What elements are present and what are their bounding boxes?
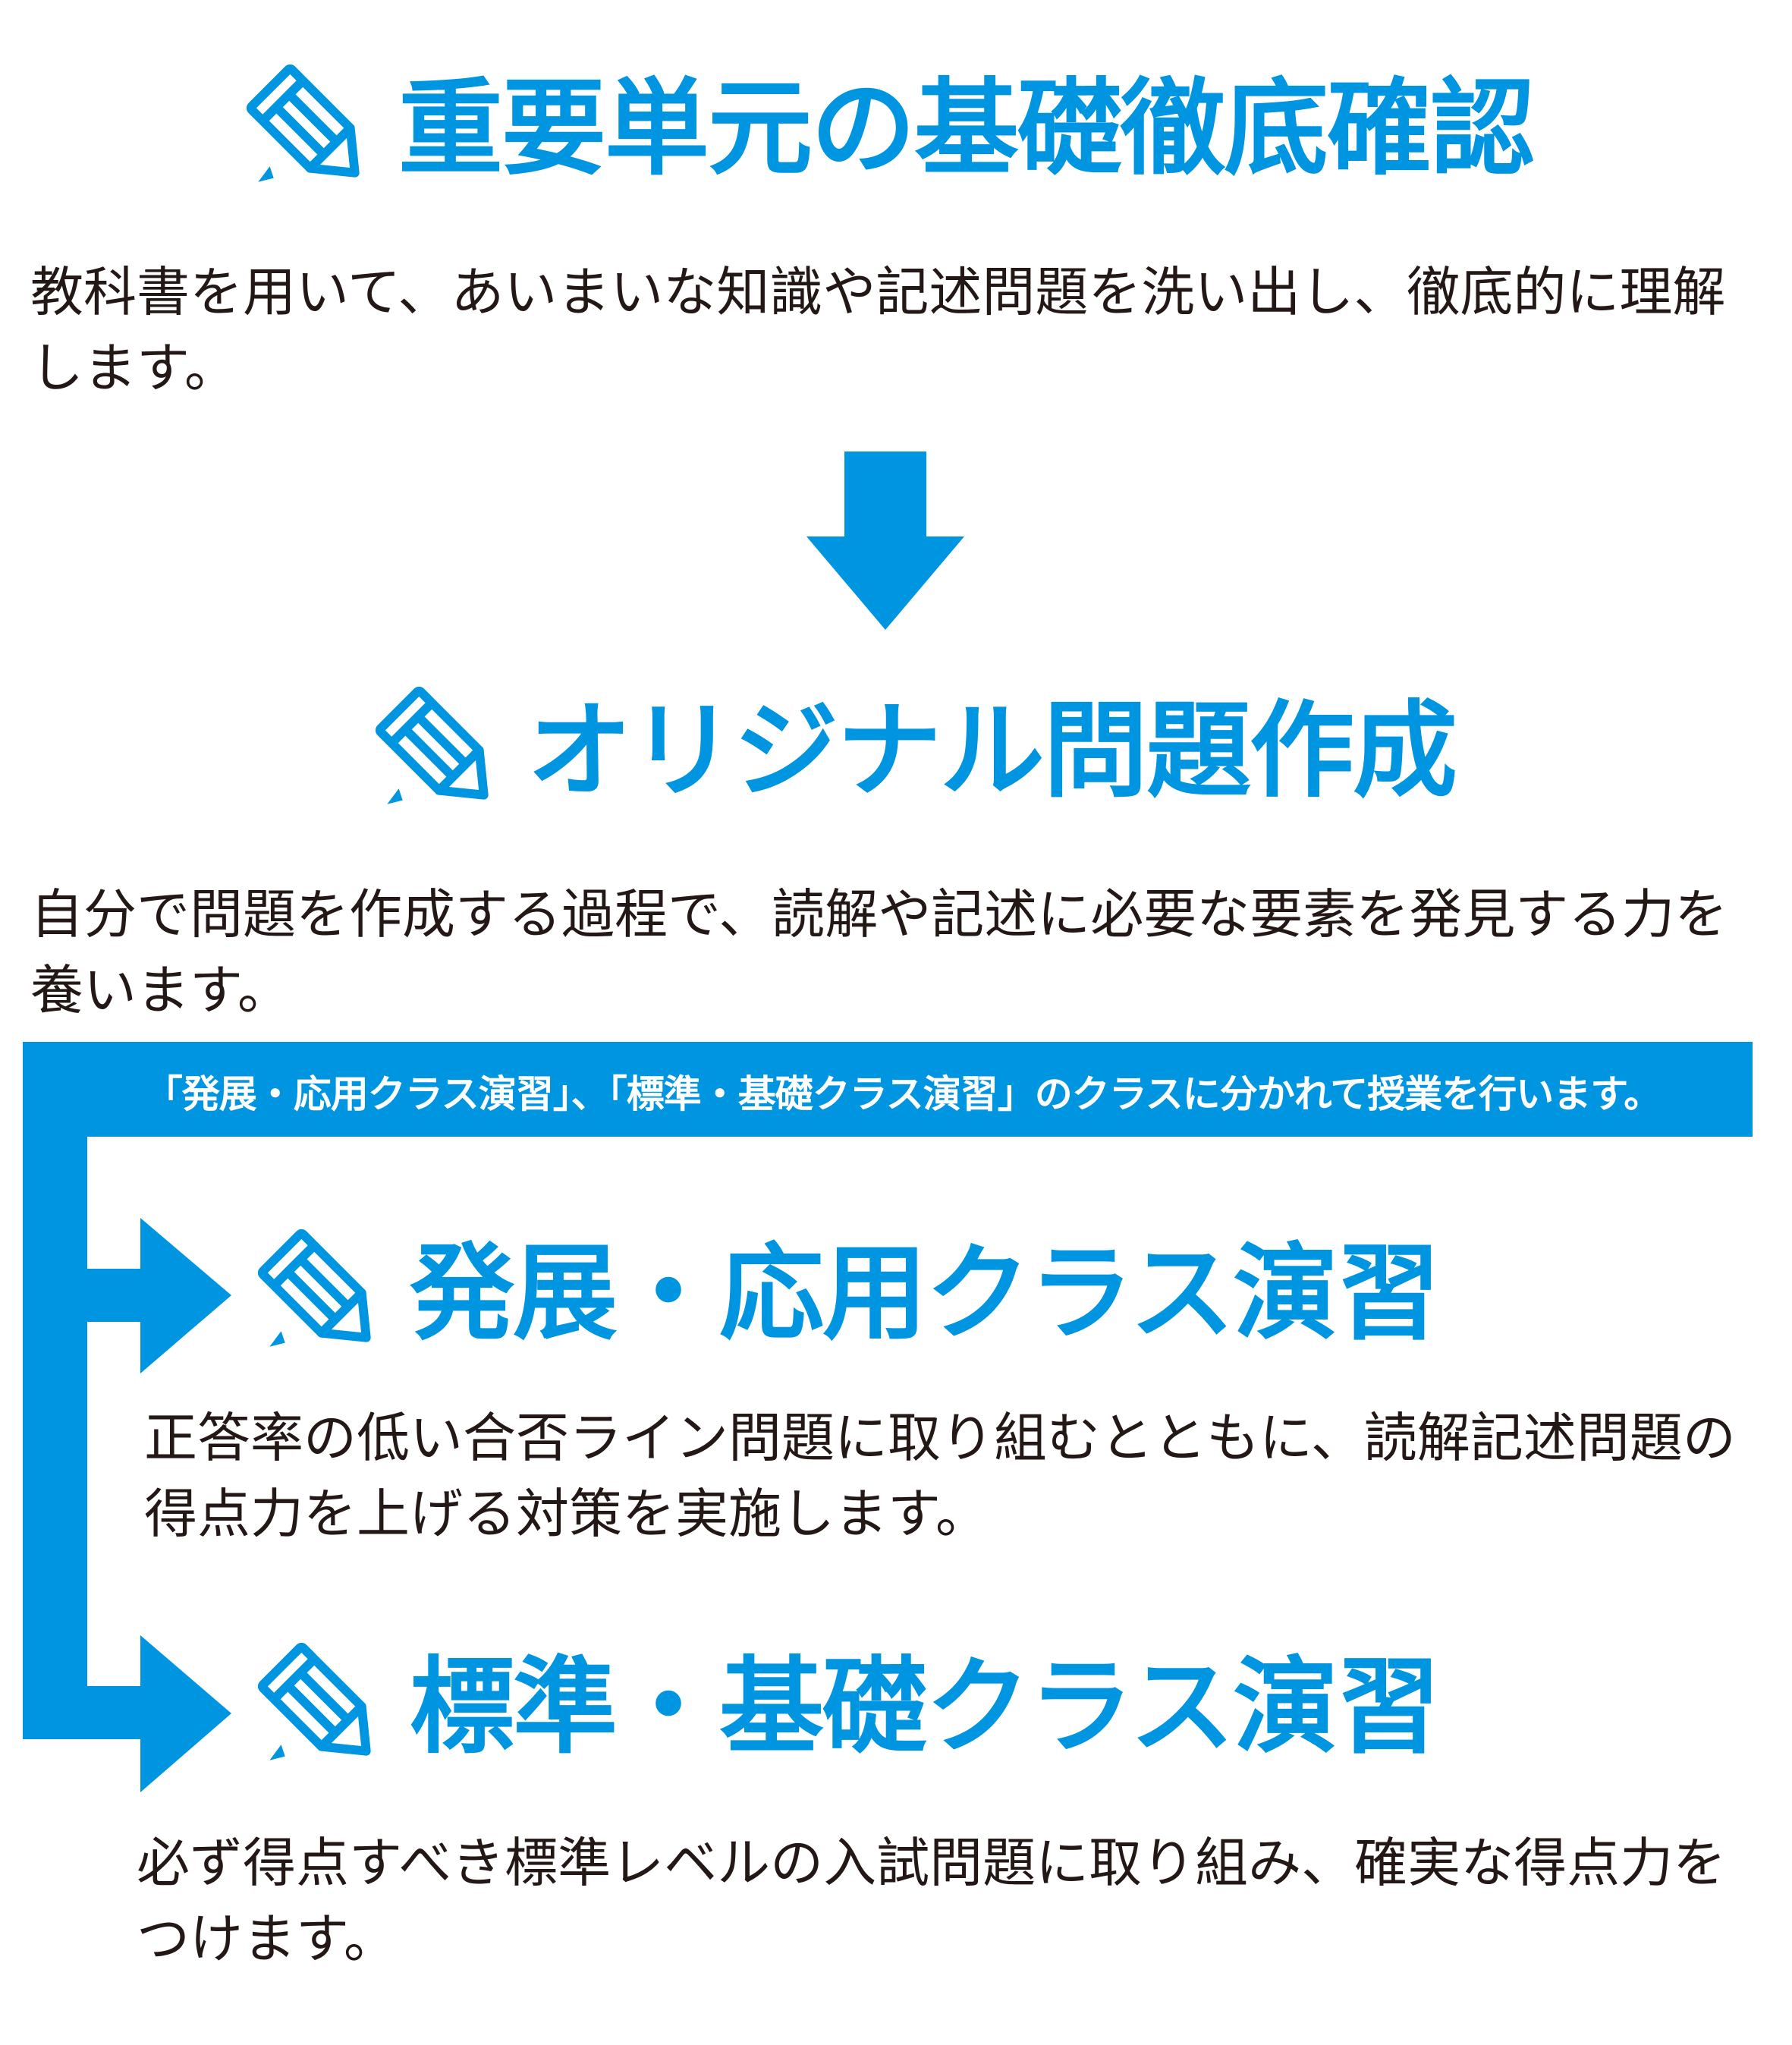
class-heading-2: 標準・基礎クラス演習 xyxy=(258,1643,1441,1772)
class-title: 発展・応用クラス演習 xyxy=(410,1232,1441,1354)
pencil-icon xyxy=(258,1643,371,1760)
section-heading-1: 重要単元の基礎徹底確認 xyxy=(247,64,1535,193)
arrow-down-icon xyxy=(806,451,964,630)
class-title: 標準・基礎クラス演習 xyxy=(410,1646,1441,1768)
pencil-icon xyxy=(247,64,360,182)
section-heading-2: オリジナル問題作成 xyxy=(376,687,1457,816)
section-title: 重要単元の基礎徹底確認 xyxy=(398,68,1535,190)
class-split-banner: 「発展・応用クラス演習」、「標準・基礎クラス演習」のクラスに分かれて授業を行いま… xyxy=(144,1071,1662,1116)
section-body-1: 教科書を用いて、あいまいな知識や記述問題を洗い出し、徹底的に理解します。 xyxy=(30,261,1726,399)
section-body-2: 自分で問題を作成する過程で、読解や記述に必要な要素を発見する力を養います。 xyxy=(30,883,1728,1021)
branch-bracket xyxy=(23,1042,1753,1792)
pencil-icon xyxy=(258,1229,371,1347)
class-heading-1: 発展・応用クラス演習 xyxy=(258,1229,1441,1358)
pencil-icon xyxy=(376,687,489,804)
class-body-2: 必ず得点すべき標準レベルの入試問題に取り組み、確実な得点力をつけます。 xyxy=(137,1832,1727,1970)
section-title: オリジナル問題作成 xyxy=(527,690,1457,812)
class-body-1: 正答率の低い合否ライン問題に取り組むとともに、読解記述問題の得点力を上げる対策を… xyxy=(144,1407,1736,1545)
